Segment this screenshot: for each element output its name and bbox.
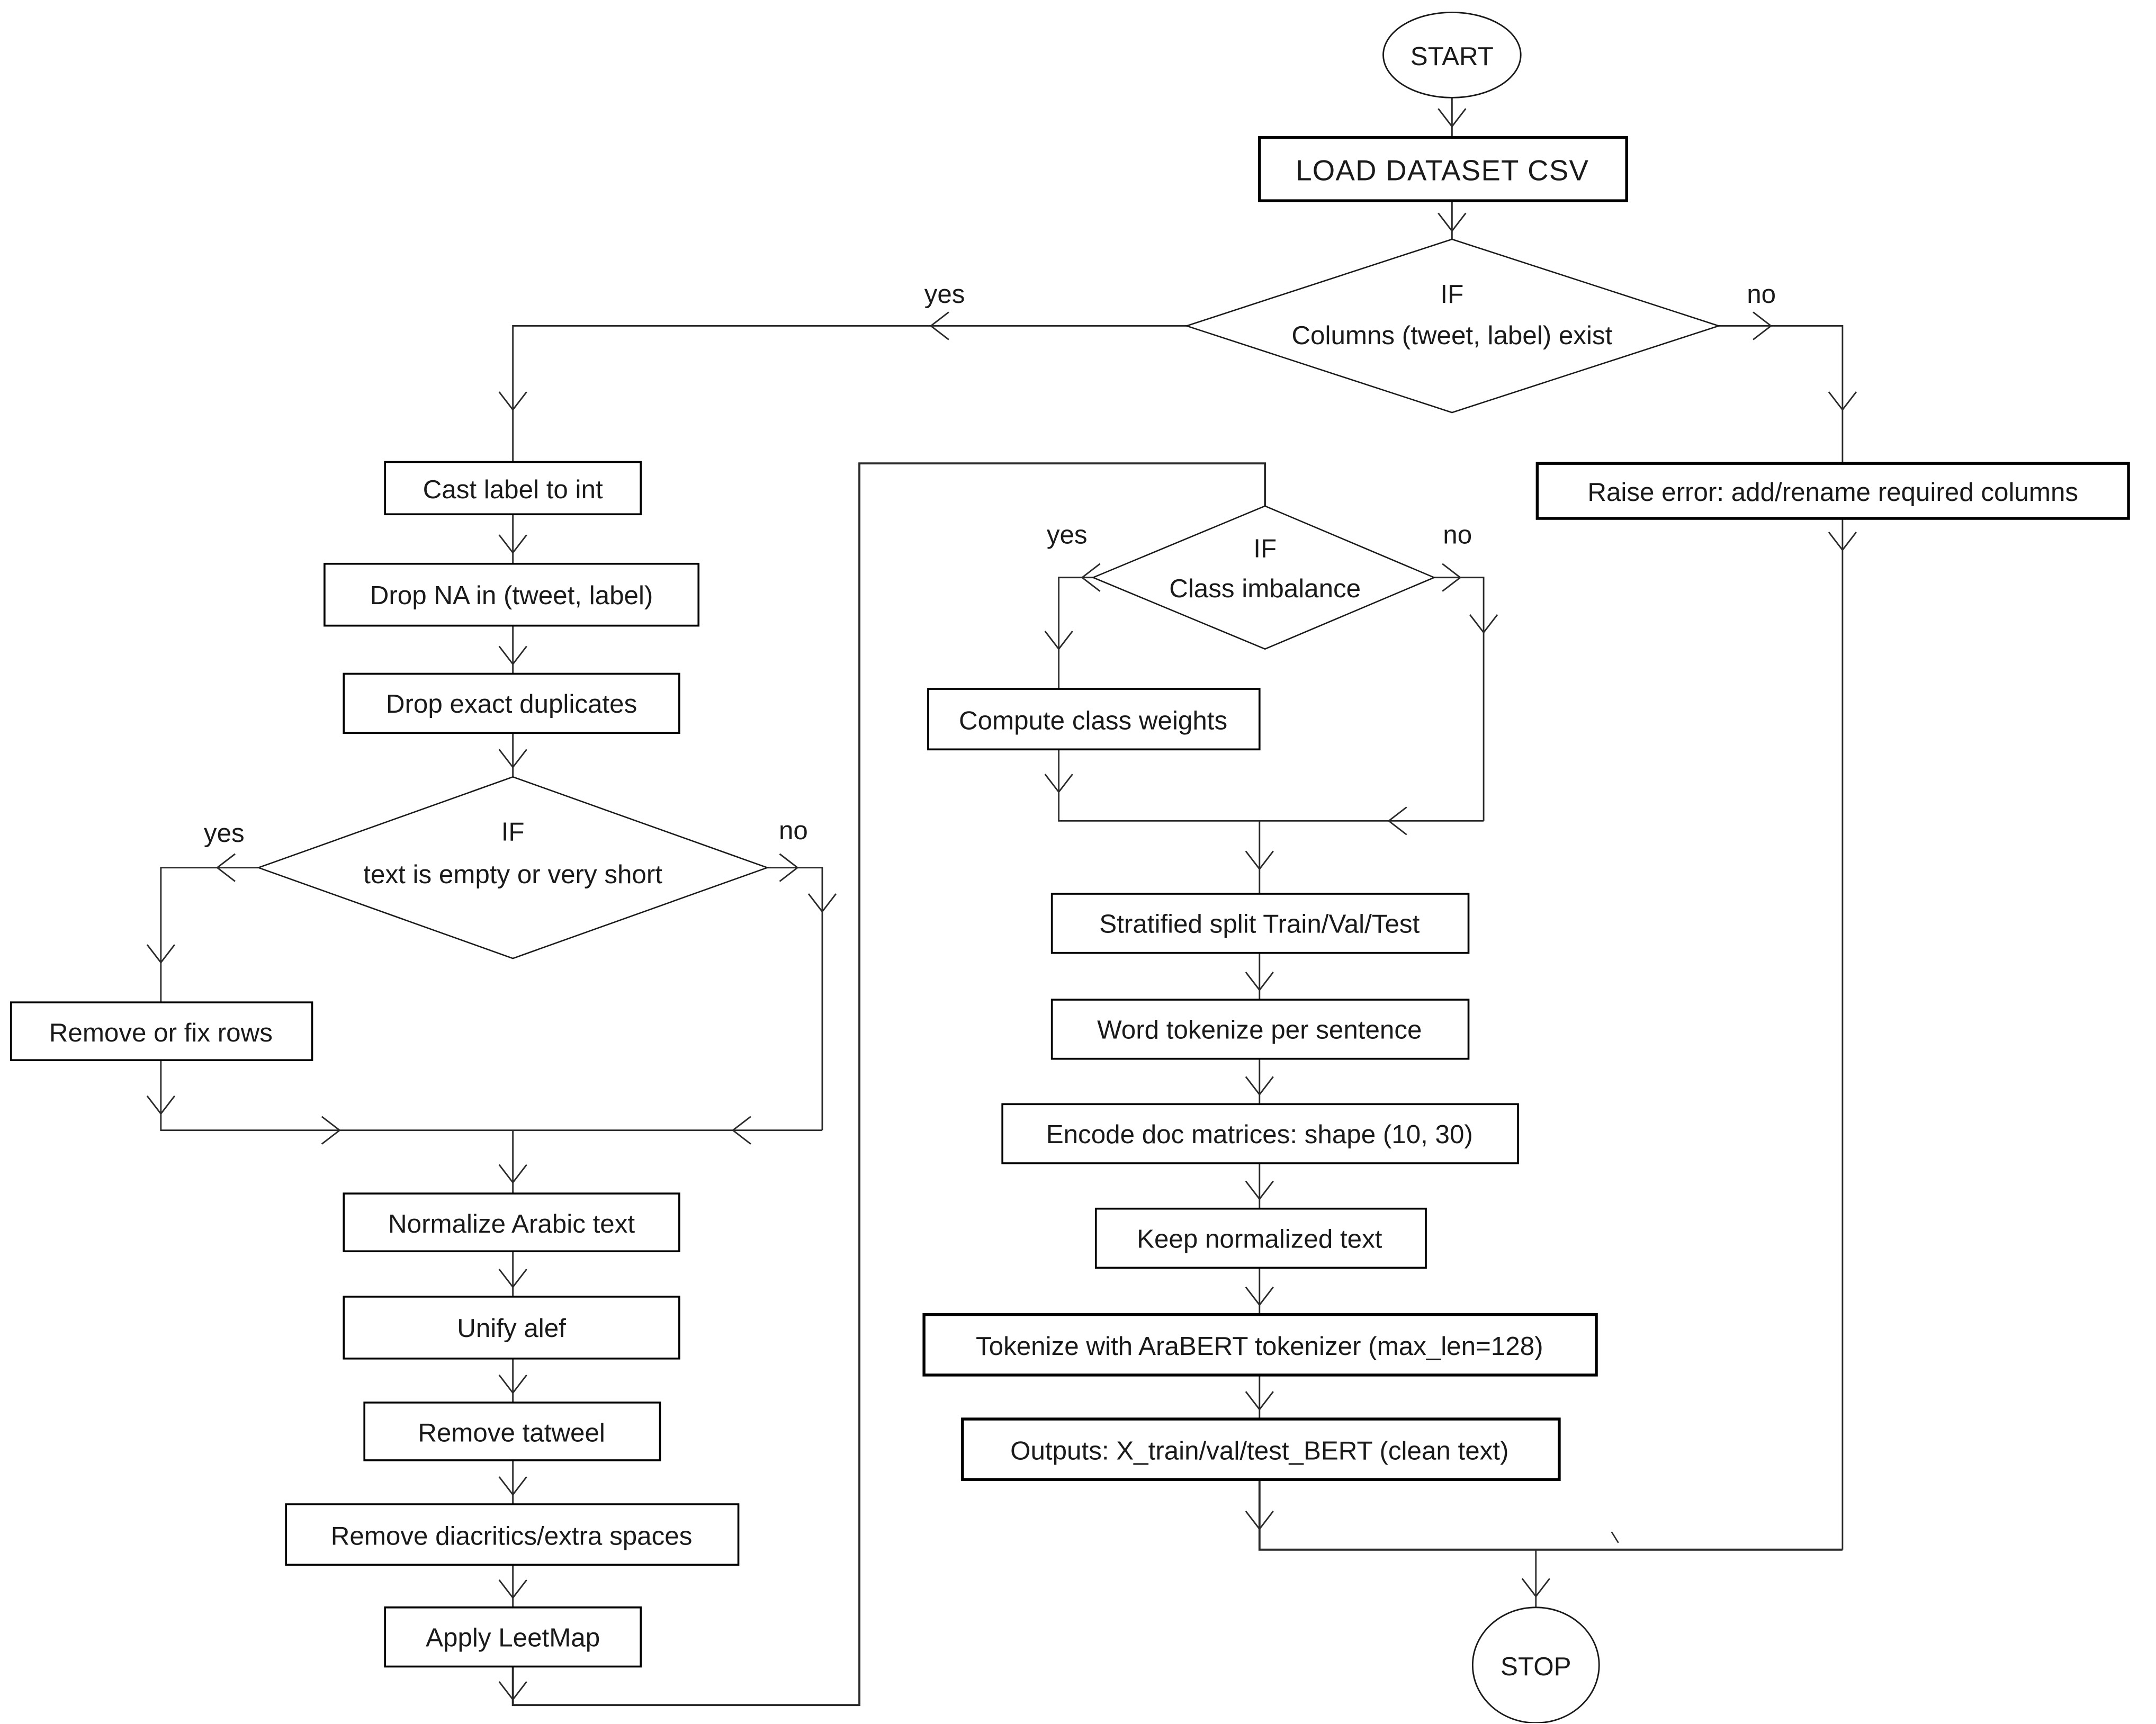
edge-outputs-to-merge3 — [1258, 1479, 1843, 1551]
text-empty-no-label: no — [779, 816, 808, 845]
node-keep-normalized: Keep normalized text — [1094, 1207, 1427, 1269]
raise-error-text: Raise error: add/rename required columns — [1587, 478, 2078, 507]
columns-exist-diamond — [1184, 238, 1721, 414]
terminal-stop: STOP — [1471, 1606, 1600, 1723]
start-ellipse — [1382, 11, 1522, 98]
stray-mark — [1611, 1531, 1619, 1543]
node-cast-label: Cast label to int — [384, 461, 642, 516]
compute-class-weights-text: Compute class weights — [959, 706, 1227, 735]
remove-tatweel-box — [363, 1402, 661, 1461]
text-empty-keyword: IF — [501, 818, 525, 847]
cast-label-text: Cast label to int — [423, 475, 603, 504]
unify-alef-text: Unify alef — [457, 1314, 566, 1343]
load-dataset-label: LOAD DATASET CSV — [1296, 155, 1589, 187]
edge-removefix-to-merge — [160, 1060, 822, 1132]
edge-empty-no — [767, 867, 823, 1130]
normalize-arabic-text: Normalize Arabic text — [388, 1209, 635, 1238]
arrowheads-left — [215, 311, 1407, 1145]
node-drop-na: Drop NA in (tweet, label) — [324, 562, 700, 627]
edge-columns-yes — [512, 325, 1187, 462]
apply-leetmap-text: Apply LeetMap — [426, 1623, 600, 1652]
node-normalize-arabic: Normalize Arabic text — [343, 1192, 680, 1253]
node-remove-tatweel: Remove tatweel — [363, 1402, 661, 1461]
edge-imbalance-yes — [1058, 577, 1093, 689]
node-raise-error: Raise error: add/rename required columns — [1535, 462, 2130, 520]
keep-normalized-box — [1094, 1207, 1427, 1269]
compute-class-weights-box — [927, 688, 1261, 751]
remove-diacritics-box — [285, 1503, 740, 1566]
node-word-tokenize: Word tokenize per sentence — [1050, 999, 1470, 1060]
arrowheads-down — [146, 108, 1857, 1701]
decision-text-empty: IF text is empty or very short yes no — [204, 776, 808, 959]
drop-na-text: Drop NA in (tweet, label) — [370, 581, 653, 610]
connectors — [160, 97, 1844, 1707]
stop-label: STOP — [1501, 1652, 1571, 1681]
unify-alef-box — [343, 1296, 680, 1360]
keep-normalized-text: Keep normalized text — [1137, 1224, 1382, 1253]
node-load-dataset: LOAD DATASET CSV — [1258, 136, 1628, 202]
stratified-split-text: Stratified split Train/Val/Test — [1099, 910, 1420, 939]
encode-doc-box — [1001, 1103, 1519, 1164]
arrowheads-right — [321, 311, 1773, 1145]
terminal-start: START — [1382, 11, 1522, 98]
class-imbalance-diamond — [1091, 505, 1436, 650]
drop-duplicates-text: Drop exact duplicates — [386, 689, 637, 719]
tokenize-arabert-box — [922, 1313, 1598, 1377]
tokenize-arabert-text: Tokenize with AraBERT tokenizer (max_len… — [976, 1332, 1543, 1361]
node-tokenize-arabert: Tokenize with AraBERT tokenizer (max_len… — [922, 1313, 1598, 1377]
arrowheads — [146, 108, 1857, 1701]
node-remove-diacritics: Remove diacritics/extra spaces — [285, 1503, 740, 1566]
apply-leetmap-box — [384, 1606, 642, 1668]
decision-class-imbalance: IF Class imbalance yes no — [1047, 505, 1472, 650]
edge-compute-to-merge2 — [1058, 749, 1484, 822]
outputs-bert-box — [961, 1417, 1561, 1481]
encode-doc-text: Encode doc matrices: shape (10, 30) — [1046, 1120, 1473, 1149]
columns-exist-keyword: IF — [1440, 280, 1463, 309]
remove-tatweel-text: Remove tatweel — [418, 1418, 605, 1448]
edge-columns-no — [1719, 325, 1844, 464]
outputs-bert-text: Outputs: X_train/val/test_BERT (clean te… — [1010, 1436, 1508, 1465]
remove-fix-rows-box — [10, 1001, 313, 1062]
columns-exist-no-label: no — [1747, 280, 1776, 309]
word-tokenize-text: Word tokenize per sentence — [1097, 1016, 1422, 1045]
edge-imbalance-no — [1434, 577, 1485, 821]
load-dataset-box — [1258, 136, 1628, 202]
class-imbalance-condition: Class imbalance — [1169, 574, 1361, 603]
text-empty-diamond — [256, 776, 769, 959]
columns-exist-condition: Columns (tweet, label) exist — [1291, 321, 1612, 350]
start-label: START — [1411, 42, 1494, 71]
remove-diacritics-text: Remove diacritics/extra spaces — [331, 1521, 693, 1550]
columns-exist-yes-label: yes — [924, 280, 965, 309]
cast-label-box — [384, 461, 642, 516]
stratified-split-box — [1050, 893, 1470, 954]
class-imbalance-keyword: IF — [1253, 534, 1277, 563]
drop-duplicates-box — [343, 672, 680, 734]
node-drop-duplicates: Drop exact duplicates — [343, 672, 680, 734]
raise-error-box — [1535, 462, 2130, 520]
edge-empty-yes — [160, 867, 259, 1003]
text-empty-condition: text is empty or very short — [363, 860, 662, 889]
stop-ellipse — [1471, 1606, 1600, 1723]
class-imbalance-no-label: no — [1443, 520, 1472, 550]
text-empty-yes-label: yes — [204, 819, 245, 848]
decision-columns-exist: IF Columns (tweet, label) exist yes no — [924, 238, 1776, 414]
node-compute-class-weights: Compute class weights — [927, 688, 1261, 751]
node-remove-fix-rows: Remove or fix rows — [10, 1001, 313, 1062]
node-unify-alef: Unify alef — [343, 1296, 680, 1360]
class-imbalance-yes-label: yes — [1047, 520, 1088, 550]
node-outputs-bert: Outputs: X_train/val/test_BERT (clean te… — [961, 1417, 1561, 1481]
node-apply-leetmap: Apply LeetMap — [384, 1606, 642, 1668]
normalize-arabic-box — [343, 1192, 680, 1253]
remove-fix-rows-text: Remove or fix rows — [49, 1018, 273, 1047]
drop-na-box — [324, 562, 700, 627]
node-encode-doc: Encode doc matrices: shape (10, 30) — [1001, 1103, 1519, 1164]
node-stratified-split: Stratified split Train/Val/Test — [1050, 893, 1470, 954]
word-tokenize-box — [1050, 999, 1470, 1060]
